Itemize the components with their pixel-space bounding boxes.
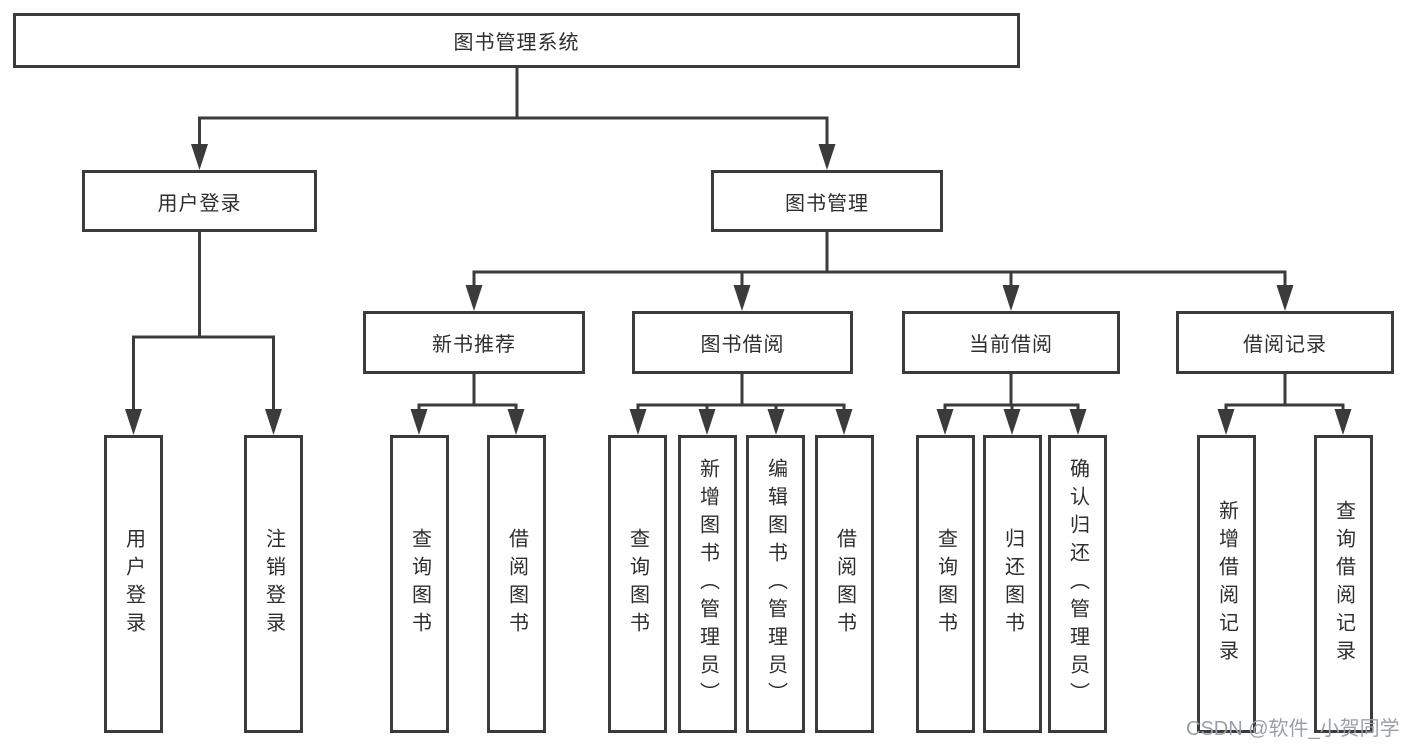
watermark: CSDN @软件_小贺同学: [1186, 718, 1400, 740]
leaf-label: 查询图书: [626, 528, 649, 640]
arrowhead: [1217, 409, 1235, 435]
leaf-label: 查询图书: [408, 528, 431, 640]
leaf-label: 用户登录: [122, 528, 145, 640]
leaf-borrow-books-borrowing: 借阅图书: [815, 435, 874, 733]
arrowhead: [465, 285, 483, 311]
connector-newbook-to-leaves: [417, 374, 518, 415]
leaf-query-borrow-record: 查询借阅记录: [1314, 435, 1373, 733]
leaf-label: 查询借阅记录: [1332, 500, 1355, 668]
arrowhead: [125, 409, 142, 435]
leaf-label: 新增借阅记录: [1215, 500, 1238, 668]
arrowhead: [265, 409, 282, 435]
node-label: 图书管理: [785, 192, 869, 215]
leaf-label: 新增图书（管理员）: [696, 458, 719, 710]
node-label: 当前借阅: [969, 334, 1053, 356]
node-user-login: 用户登录: [82, 170, 317, 232]
leaf-return-books: 归还图书: [983, 435, 1042, 733]
leaf-label: 归还图书: [1001, 528, 1024, 640]
leaf-edit-book-admin: 编辑图书（管理员）: [746, 435, 805, 733]
leaf-label: 借阅图书: [505, 528, 528, 640]
node-label: 借阅记录: [1243, 334, 1327, 356]
arrowhead: [733, 285, 751, 311]
arrowhead: [1334, 409, 1352, 435]
arrowhead: [507, 409, 525, 435]
arrowhead: [936, 409, 954, 435]
node-book-management: 图书管理: [711, 170, 943, 232]
arrowhead: [1276, 285, 1294, 311]
leaf-label: 注销登录: [262, 528, 285, 640]
leaf-user-login: 用户登录: [104, 435, 163, 733]
arrowhead: [835, 409, 853, 435]
connector-borrow-to-leaves: [636, 374, 846, 415]
leaf-borrow-books-newbook: 借阅图书: [487, 435, 546, 733]
leaf-query-books-current: 查询图书: [916, 435, 975, 733]
leaf-query-books-newbook: 查询图书: [390, 435, 449, 733]
arrowhead: [767, 409, 785, 435]
arrowhead: [818, 144, 836, 170]
node-label: 新书推荐: [432, 334, 516, 356]
leaf-label: 编辑图书（管理员）: [764, 458, 787, 710]
leaf-add-book-admin: 新增图书（管理员）: [678, 435, 737, 733]
arrowheads: [125, 144, 1352, 435]
arrowhead: [1002, 285, 1020, 311]
connector-records-to-leaves: [1224, 374, 1345, 415]
arrowhead: [629, 409, 647, 435]
connector-login-to-leaves: [132, 232, 275, 415]
connector-root-to-level2: [198, 68, 829, 150]
arrowhead: [1003, 409, 1021, 435]
leaf-label: 查询图书: [934, 528, 957, 640]
leaf-label: 借阅图书: [833, 528, 856, 640]
node-label: 用户登录: [157, 192, 242, 215]
leaf-confirm-return-admin: 确认归还（管理员）: [1048, 435, 1107, 733]
node-new-book-recommendation: 新书推荐: [363, 311, 585, 374]
node-book-borrowing: 图书借阅: [632, 311, 853, 374]
node-label: 图书管理系统: [453, 32, 580, 54]
node-label: 图书借阅: [700, 334, 785, 356]
node-current-borrowing: 当前借阅: [902, 311, 1120, 374]
leaf-query-books-borrowing: 查询图书: [608, 435, 667, 733]
node-borrowing-records: 借阅记录: [1176, 311, 1394, 374]
leaf-add-borrow-record: 新增借阅记录: [1197, 435, 1256, 733]
leaf-logout: 注销登录: [244, 435, 303, 733]
arrowhead: [410, 409, 428, 435]
arrowhead: [191, 144, 208, 170]
node-library-management-system: 图书管理系统: [13, 13, 1020, 68]
arrowhead: [1069, 409, 1087, 435]
connector-current-to-leaves: [943, 374, 1080, 415]
arrowhead: [698, 409, 716, 435]
leaf-label: 确认归还（管理员）: [1066, 458, 1089, 710]
connector-mgmt-to-level3: [472, 232, 1287, 290]
